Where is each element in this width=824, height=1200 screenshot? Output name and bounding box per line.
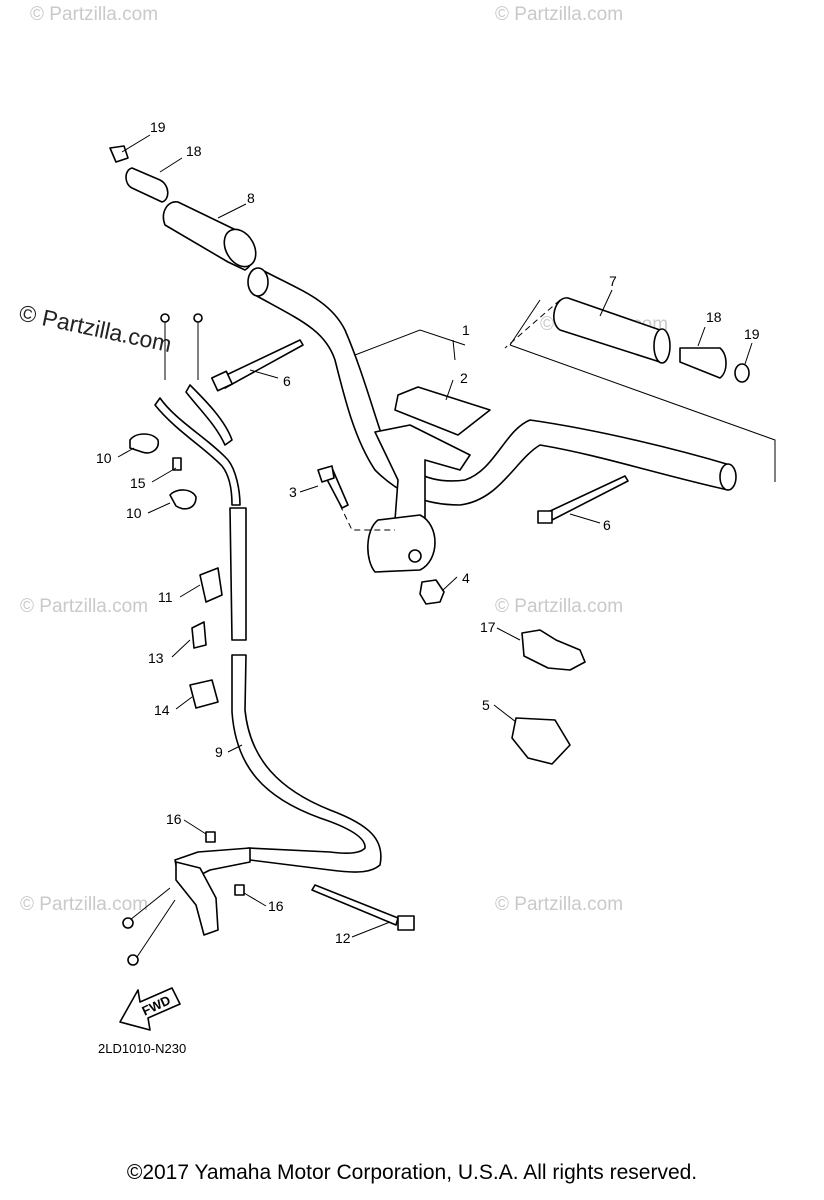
callouts: 19 18 8 7 18 19 1 2 6 6 3 4 10 15 10 11 … <box>96 119 760 946</box>
callout-19: 19 <box>744 326 760 342</box>
callout-2: 2 <box>460 370 468 386</box>
diagram-code: 2LD1010-N230 <box>98 1041 186 1056</box>
callout-15: 15 <box>130 475 146 491</box>
watermark: © Partzilla.com <box>20 894 148 915</box>
plug-19 <box>109 145 129 163</box>
nut-4 <box>419 579 445 605</box>
callout-8: 8 <box>247 190 255 206</box>
right-grip-group <box>553 297 750 383</box>
watermark: © Partzilla.com <box>495 894 623 915</box>
watermark: © Partzilla.com <box>17 299 174 357</box>
grip-right <box>553 297 670 363</box>
callout-6: 6 <box>283 373 291 389</box>
holder-11 <box>199 567 223 603</box>
callout-19: 19 <box>150 119 166 135</box>
cable-tie-12 <box>311 884 399 926</box>
callout-12: 12 <box>335 930 351 946</box>
callout-18: 18 <box>186 143 202 159</box>
clamp-10-upper <box>129 433 160 454</box>
callout-10: 10 <box>96 450 112 466</box>
callout-9: 9 <box>215 744 223 760</box>
callout-10: 10 <box>126 505 142 521</box>
callout-6: 6 <box>603 517 611 533</box>
guide-13 <box>191 621 207 649</box>
callout-1: 1 <box>462 322 470 338</box>
watermark: © Partzilla.com <box>30 4 158 25</box>
copyright-notice: ©2017 Yamaha Motor Corporation, U.S.A. A… <box>126 1161 698 1184</box>
callout-4: 4 <box>462 570 470 586</box>
cable-9 <box>231 654 382 873</box>
clamp-10-lower <box>169 489 197 510</box>
cable-tie-6-right <box>547 475 629 521</box>
callout-5: 5 <box>482 697 490 713</box>
callout-3: 3 <box>289 484 297 500</box>
weight-plate <box>394 386 491 436</box>
callout-14: 14 <box>154 702 170 718</box>
leader-lines <box>117 134 753 938</box>
callout-11: 11 <box>158 589 173 605</box>
screw-16-lower <box>234 884 245 896</box>
callout-18: 18 <box>706 309 722 325</box>
callout-13: 13 <box>148 650 164 666</box>
balancer-18 <box>679 347 727 379</box>
watermark: © Partzilla.com <box>495 4 623 25</box>
cable-bracket <box>175 861 219 936</box>
handlebar-assembly <box>247 267 776 573</box>
watermark: © Partzilla.com <box>495 596 623 617</box>
callout-7: 7 <box>609 273 617 289</box>
handlebar-holder <box>374 424 471 526</box>
callout-16: 16 <box>166 811 182 827</box>
steering-stem <box>367 514 436 573</box>
throttle-end-18 <box>125 167 169 203</box>
left-grip-group <box>109 145 257 271</box>
screw-16-upper <box>205 831 216 843</box>
callout-16: 16 <box>268 898 284 914</box>
plug-19-right <box>734 363 750 383</box>
watermark-layer: © Partzilla.com © Partzilla.com © Partzi… <box>17 4 668 915</box>
holder-14 <box>189 679 219 709</box>
switch-lever-5 <box>511 717 571 765</box>
callout-17: 17 <box>480 619 496 635</box>
screw-15 <box>172 457 182 471</box>
bolt-3 <box>317 465 349 509</box>
fwd-arrow: FWD <box>119 987 181 1031</box>
watermark: © Partzilla.com <box>20 596 148 617</box>
switch-17 <box>521 629 586 671</box>
